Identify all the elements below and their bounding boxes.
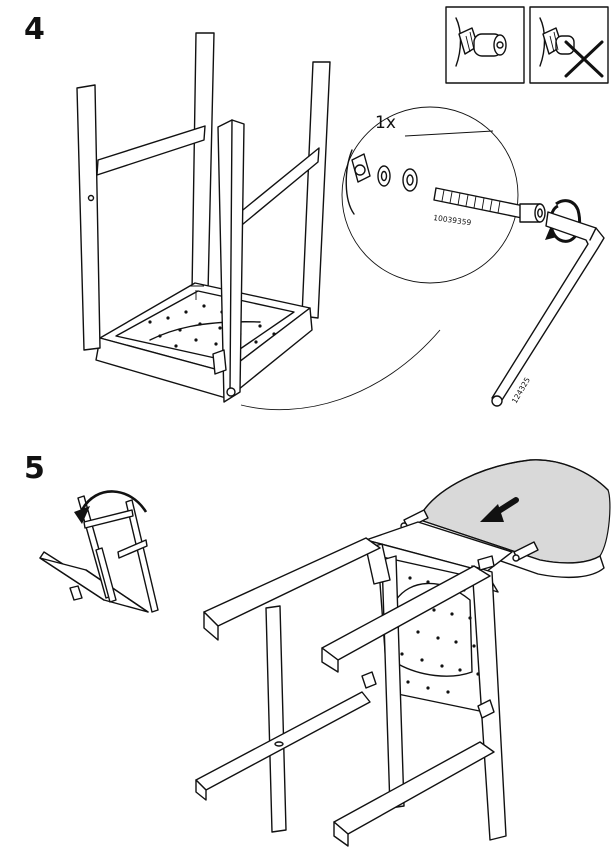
push-arrow-icon [480, 497, 519, 522]
allen-key-icon: 124325 [491, 211, 605, 407]
wrong-x-mark [564, 40, 604, 78]
threaded-bolt [433, 187, 546, 223]
bolt-seat-wrong-panel [529, 6, 609, 84]
rotate-arrow-icon [74, 490, 148, 524]
turn-chair-icon [39, 495, 159, 613]
chair-frame-upside-down [76, 32, 331, 403]
step-5-number: 5 [24, 451, 45, 486]
step-4-number: 4 [24, 12, 45, 47]
bolt-position-marker [226, 387, 236, 397]
quantity-label: 1x [375, 113, 396, 133]
spring-washer [377, 165, 391, 187]
chair-frame-step5 [195, 521, 513, 847]
bolt-seat-correct-panel [445, 6, 525, 84]
wrong-bolt-seat-icon [539, 17, 604, 78]
flat-washer [402, 168, 418, 192]
bolt-detail-callout: 1x 10039359 [341, 106, 546, 284]
bolt-part-number: 10039359 [433, 213, 472, 227]
correct-bolt-seat-icon [455, 17, 507, 67]
